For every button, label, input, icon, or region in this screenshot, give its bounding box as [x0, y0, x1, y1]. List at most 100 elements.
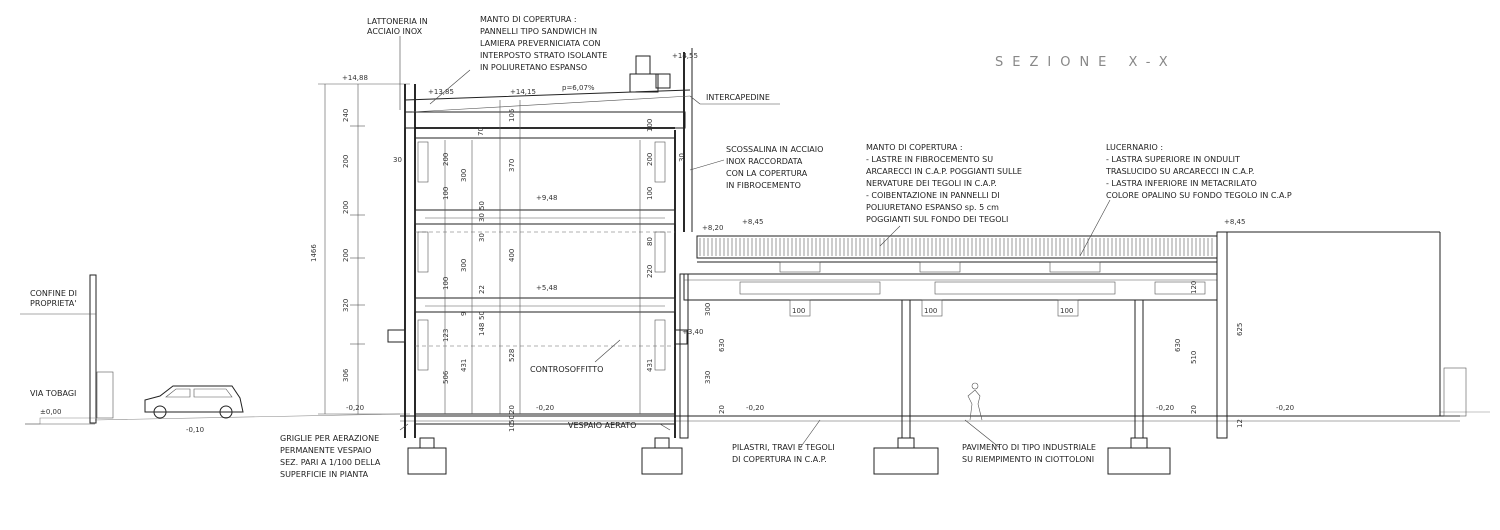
dim-in-148: 148: [478, 323, 486, 336]
note-manto2-line6: POLIURETANO ESPANSO sp. 5 cm: [866, 203, 999, 212]
note-lucernario-5: COLORE OPALINO SU FONDO TEGOLO IN C.A.P: [1106, 191, 1292, 200]
dim-in-300a: 300: [460, 169, 468, 182]
note-griglie-1: GRIGLIE PER AERAZIONE: [280, 434, 379, 443]
level-ground-left: -0,20: [346, 404, 364, 412]
note-manto1-line4: INTERPOSTO STRATO ISOLANTE: [480, 51, 607, 60]
roof-slope: p=6,07%: [562, 84, 595, 92]
dim-200a: 200: [342, 155, 350, 168]
dim-in-105: 105: [508, 109, 516, 122]
dim-sh-12: 12: [1236, 419, 1244, 428]
dim-in-220: 220: [646, 265, 654, 278]
note-scossalina-4: IN FIBROCEMENTO: [726, 181, 801, 190]
note-pavimento: PAVIMENTO DI TIPO INDUSTRIALE SU RIEMPIM…: [962, 443, 1096, 464]
boundary-label-2: PROPRIETA': [30, 299, 76, 308]
note-manto2-line7: POGGIANTI SUL FONDO DEI TEGOLI: [866, 215, 1008, 224]
dim-sh-100a: 100: [792, 307, 805, 315]
note-pavimento-2: SU RIEMPIMENTO IN CIOTTOLONI: [962, 455, 1094, 464]
dim-in-200r: 200: [646, 153, 654, 166]
level-sidewalk: -0,10: [186, 426, 204, 434]
note-lattoneria: LATTONERIA IN ACCIAIO INOX: [367, 17, 428, 36]
boundary-label-1: CONFINE DI: [30, 289, 77, 298]
note-manto1-line3: LAMIERA PREVERNICIATA CON: [480, 39, 601, 48]
dim-in-100b: 100: [442, 277, 450, 290]
dim-in-20: 20: [508, 405, 516, 414]
section-title: SEZIONE X-X: [995, 55, 1177, 70]
dim-side-30: 30: [393, 156, 402, 164]
property-boundary-wall: [20, 274, 114, 424]
dim-in-123: 123: [442, 329, 450, 342]
dim-total: 1466: [310, 244, 318, 262]
level-shed-top: +8,45: [742, 218, 763, 226]
dim-sh-625: 625: [1236, 323, 1244, 336]
note-scossalina-3: CON LA COPERTURA: [726, 169, 808, 178]
note-lattoneria-2: ACCIAIO INOX: [367, 27, 423, 36]
level-roof-edge: +13,85: [428, 88, 454, 96]
note-griglie-2: PERMANENTE VESPAIO: [280, 446, 371, 455]
note-griglie: GRIGLIE PER AERAZIONE PERMANENTE VESPAIO…: [280, 434, 381, 479]
note-lucernario: LUCERNARIO : - LASTRA SUPERIORE IN ONDUL…: [1105, 143, 1292, 200]
note-manto1-line2: PANNELLI TIPO SANDWICH IN: [480, 27, 597, 36]
note-scossalina-2: INOX RACCORDATA: [726, 157, 803, 166]
level-shed-side: +8,20: [702, 224, 723, 232]
dim-sh-20a: 20: [718, 405, 726, 414]
level-shed-top2: +8,45: [1224, 218, 1245, 226]
dim-in-50c: 50: [508, 415, 516, 424]
note-griglie-4: SUPERFICIE IN PIANTA: [280, 470, 369, 479]
note-pilastri-1: PILASTRI, TRAVI E TEGOLI: [732, 443, 835, 452]
note-intercapedine: INTERCAPEDINE: [706, 93, 770, 102]
main-building: [387, 48, 693, 475]
dim-in-50b: 50: [478, 311, 486, 320]
note-manto2-line2: - LASTRE IN FIBROCEMENTO SU: [866, 155, 993, 164]
note-manto1-line5: IN POLIURETANO ESPANSO: [480, 63, 587, 72]
note-scossalina-1: SCOSSALINA IN ACCIAIO: [726, 145, 823, 154]
dim-306: 306: [342, 368, 350, 382]
note-vespaio: VESPAIO AERATO: [568, 421, 636, 430]
note-manto-copertura-1: MANTO DI COPERTURA : PANNELLI TIPO SANDW…: [480, 15, 607, 72]
dim-in-70: 70: [477, 127, 485, 136]
note-lucernario-2: - LASTRA SUPERIORE IN ONDULIT: [1106, 155, 1240, 164]
left-dimension-chain: [318, 83, 410, 415]
dim-in-30a: 30: [478, 213, 486, 222]
dim-sh-330: 330: [704, 371, 712, 384]
level-parapet-top: +14,88: [342, 74, 368, 82]
level-chimney: +14,55: [672, 52, 698, 60]
note-lattoneria-1: LATTONERIA IN: [367, 17, 428, 26]
note-controsoffitto: CONTROSOFFITTO: [530, 365, 603, 374]
note-pilastri-2: DI COPERTURA IN C.A.P.: [732, 455, 827, 464]
level-floor-2: +9,48: [536, 194, 557, 202]
dim-in-370: 370: [508, 159, 516, 172]
dim-in-400: 400: [508, 249, 516, 262]
dim-200b: 200: [342, 201, 350, 214]
dim-in-30c: 30: [678, 153, 686, 162]
level-floor-1: +5,48: [536, 284, 557, 292]
dim-in-100r: 100: [646, 187, 654, 200]
dim-320: 320: [342, 299, 350, 312]
leader-lines: [399, 36, 1111, 449]
note-pavimento-1: PAVIMENTO DI TIPO INDUSTRIALE: [962, 443, 1096, 452]
note-manto2-line5: - COIBENTAZIONE IN PANNELLI DI: [866, 191, 1000, 200]
dim-240: 240: [342, 109, 350, 122]
note-manto-copertura-2: MANTO DI COPERTURA : - LASTRE IN FIBROCE…: [866, 143, 1022, 224]
dim-in-10: 10: [508, 423, 516, 432]
dim-sh-100c: 100: [1060, 307, 1073, 315]
dim-in-300b: 300: [460, 259, 468, 272]
level-roof-mid: +14,15: [510, 88, 536, 96]
level-ground-yard: -0,20: [1276, 404, 1294, 412]
note-griglie-3: SEZ. PARI A 1/100 DELLA: [280, 458, 381, 467]
dim-in-200a: 200: [442, 153, 450, 166]
dim-sh-20b: 20: [1190, 405, 1198, 414]
note-pilastri: PILASTRI, TRAVI E TEGOLI DI COPERTURA IN…: [732, 443, 835, 464]
note-scossalina: SCOSSALINA IN ACCIAIO INOX RACCORDATA CO…: [726, 145, 823, 190]
dim-sh-630a: 630: [718, 339, 726, 352]
level-ground-mid: -0,20: [536, 404, 554, 412]
ground-lines: [25, 411, 1490, 425]
dim-sh-630b: 630: [1174, 339, 1182, 352]
note-lucernario-4: - LASTRA INFERIORE IN METACRILATO: [1106, 179, 1257, 188]
note-manto2-line4: NERVATURE DEI TEGOLI IN C.A.P.: [866, 179, 997, 188]
note-lucernario-1: LUCERNARIO :: [1106, 143, 1163, 152]
dim-in-80: 80: [646, 237, 654, 246]
dim-in-431a: 431: [460, 359, 468, 372]
level-street: ±0,00: [40, 408, 61, 416]
note-manto2-line3: ARCARECCI IN C.A.P. POGGIANTI SULLE: [866, 167, 1022, 176]
dim-sh-100b: 100: [924, 307, 937, 315]
